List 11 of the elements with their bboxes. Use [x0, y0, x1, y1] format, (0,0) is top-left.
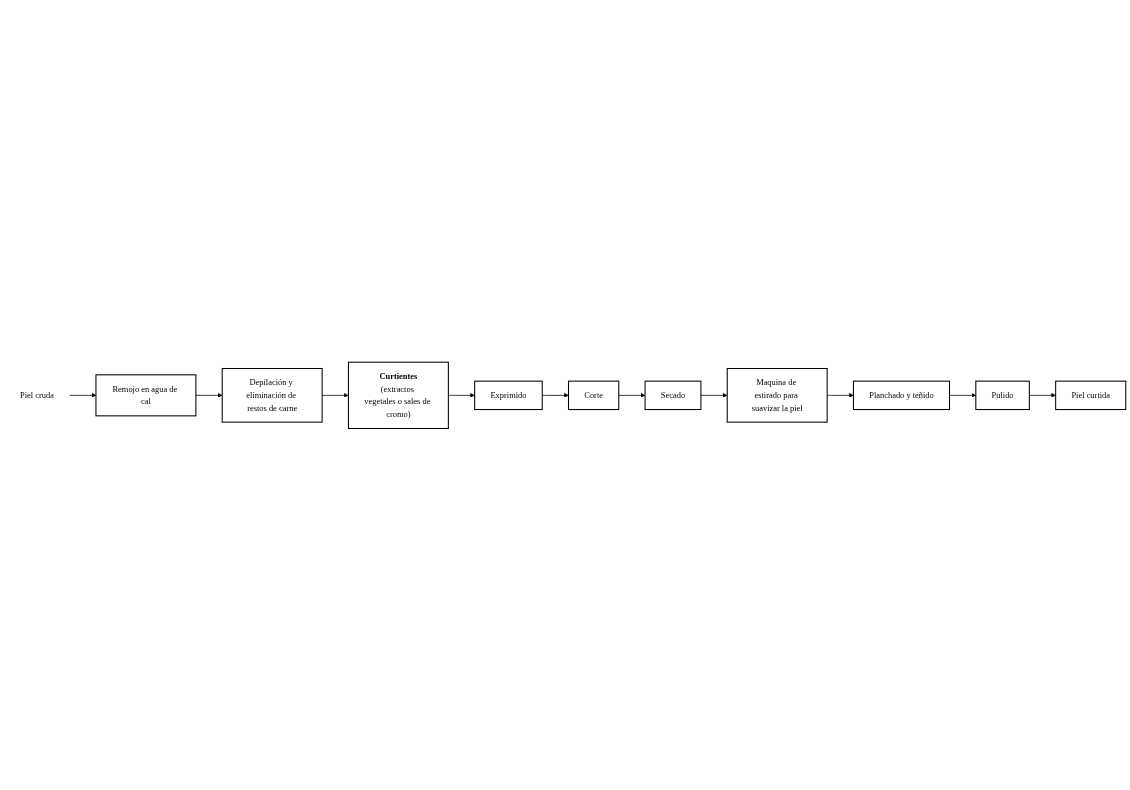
node-box: Secado	[644, 380, 702, 410]
node-box: Maquina de estirado para suavizar la piel	[726, 367, 828, 423]
node-box: Planchado y teñido	[852, 380, 951, 410]
node-box: Piel curtida	[1055, 380, 1127, 410]
node-box: Curtientes (extractos vegetales o sales de cromo)	[347, 361, 449, 429]
node-box: Corte	[568, 380, 620, 410]
node-box: Remojo en agua de cal	[95, 373, 197, 417]
node-box: Pulido	[975, 380, 1030, 410]
node-box: Depilación y eliminación de restos de carne	[221, 367, 323, 423]
node-text: Piel cruda	[20, 390, 54, 400]
node-box: Exprimido	[474, 380, 543, 410]
